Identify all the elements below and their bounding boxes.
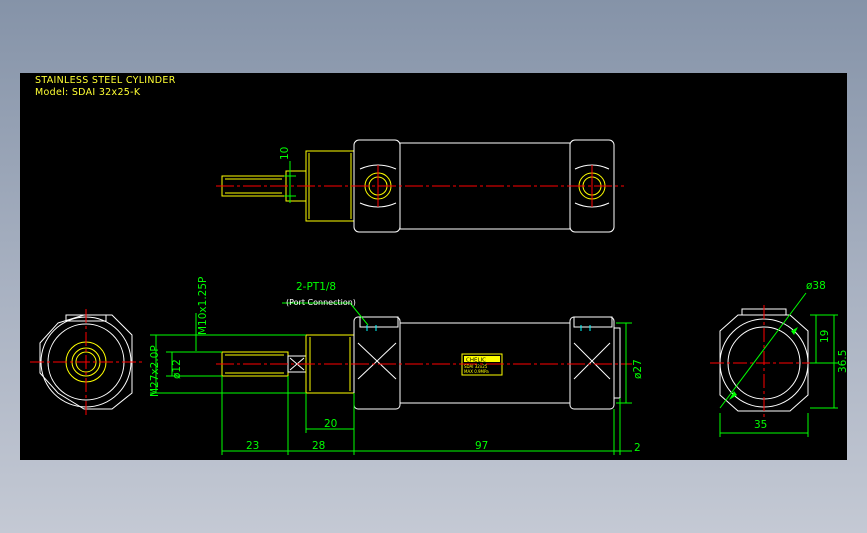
rear-cap (569, 316, 615, 410)
dim-end-width: 35 (754, 419, 767, 431)
dim-body-len: 97 (475, 440, 488, 452)
drawing-title: STAINLESS STEEL CYLINDER (35, 75, 176, 86)
cylinder-drawing: 10 (30, 139, 847, 455)
front-cap (353, 316, 401, 410)
dim-port-label: 2-PT1/8 (296, 281, 336, 293)
dim-body-dia: ø27 (632, 359, 644, 379)
plate-line1: SDAI 32x25 (464, 364, 488, 369)
front-view (221, 316, 621, 410)
plate-brand: CHELIC (466, 358, 486, 364)
drawing-model: Model: SDAI 32x25-K (35, 87, 141, 98)
dim-nose-len: 28 (312, 440, 325, 452)
dimension-lines (150, 302, 838, 455)
dim-top-rod-height: 10 (279, 147, 291, 160)
dim-rod-len: 23 (246, 440, 259, 452)
dim-end-dia: ø38 (806, 280, 826, 292)
dim-rod-thread: M10x1.25P (197, 277, 209, 335)
dim-rod-dia: ø12 (171, 359, 183, 379)
dim-end-19: 19 (819, 330, 831, 343)
dim-thread-len: 20 (324, 418, 337, 430)
dim-port-note: (Port Connection) (286, 298, 356, 307)
cad-drawing-canvas[interactable]: STAINLESS STEEL CYLINDER Model: SDAI 32x… (20, 73, 847, 460)
dim-end-365: 36.5 (837, 350, 847, 373)
plate-line2: MAX 0.9MPa (464, 369, 489, 374)
dim-end-len: 2 (634, 442, 641, 454)
dim-body-thread: M27x2.0P (149, 345, 161, 397)
